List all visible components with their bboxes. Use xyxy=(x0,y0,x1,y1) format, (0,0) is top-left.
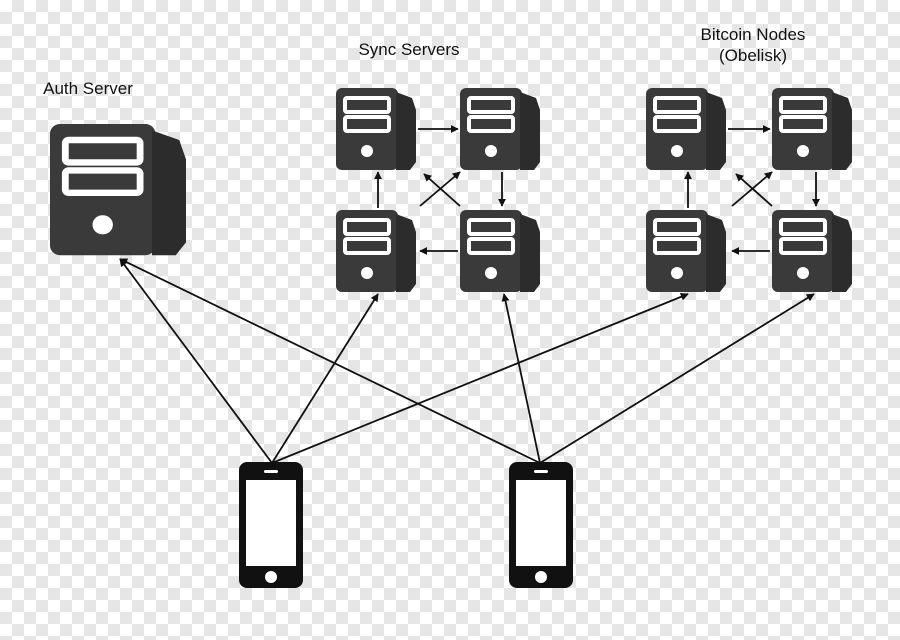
bitcoin-node-3-icon xyxy=(644,208,728,294)
bitcoin-node-1-icon xyxy=(644,86,728,172)
sync-server-4-icon xyxy=(458,208,542,294)
phone2-to-auth-arrow xyxy=(119,258,541,464)
phone1-to-auth-arrow xyxy=(119,258,273,464)
bitcoin-nodes-label-line2: (Obelisk) xyxy=(718,46,787,65)
sync-arrow-1-to-4 xyxy=(423,173,461,207)
bitcoin-node-2-icon xyxy=(770,86,854,172)
auth-server-label: Auth Server xyxy=(43,79,133,98)
sync-server-2-icon xyxy=(458,86,542,172)
phone1-to-sync-arrow xyxy=(271,293,379,464)
sync-ring-arrows xyxy=(374,125,506,255)
phone2-to-sync-arrow xyxy=(501,293,541,464)
bitcoin-nodes-label: Bitcoin Nodes (Obelisk) xyxy=(668,24,838,66)
sync-servers-label: Sync Servers xyxy=(358,40,460,59)
btc-arrow-1-to-4 xyxy=(735,173,773,207)
bitcoin-node-4-icon xyxy=(770,208,854,294)
client-arrows xyxy=(119,258,815,464)
sync-server-1-icon xyxy=(334,86,418,172)
auth-server-icon xyxy=(50,124,186,255)
bitcoin-ring-arrows xyxy=(684,125,820,255)
phone-2-icon xyxy=(509,462,573,588)
phone2-to-bitcoin-arrow xyxy=(539,293,815,464)
bitcoin-nodes-label-line1: Bitcoin Nodes xyxy=(700,25,806,44)
sync-server-3-icon xyxy=(334,208,418,294)
phone-1-icon xyxy=(239,462,303,588)
phone1-to-bitcoin-arrow xyxy=(271,293,689,464)
